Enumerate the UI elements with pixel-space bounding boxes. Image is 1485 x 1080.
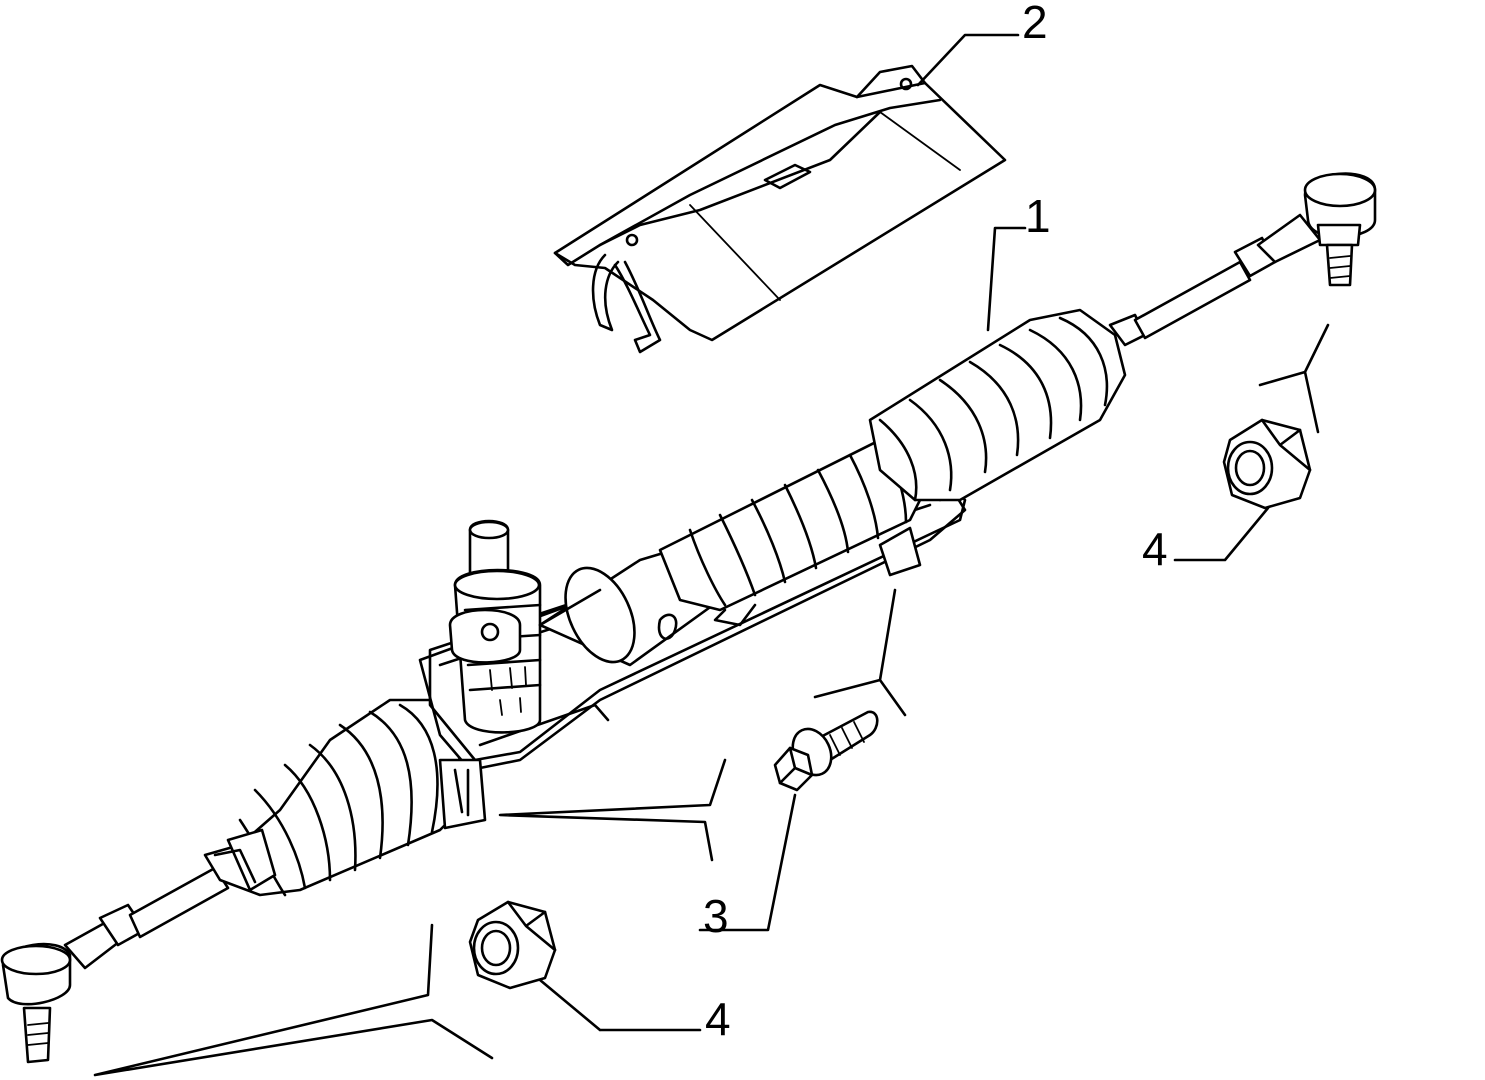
callout-4-right: 4	[1142, 523, 1168, 575]
callout-1: 1	[1025, 190, 1051, 242]
leader-lines	[93, 33, 1330, 1077]
callout-4-left: 4	[705, 993, 731, 1045]
left-tie-rod-end	[0, 866, 230, 1064]
pinion-input-shaft	[448, 519, 542, 734]
heat-shield-icon	[553, 64, 1007, 354]
bolt-icon	[773, 710, 879, 792]
left-bellows-boot	[203, 698, 472, 897]
steering-rack-icon	[0, 172, 1377, 1064]
right-tie-rod-end	[1133, 172, 1377, 340]
callout-3: 3	[703, 890, 729, 942]
callout-2: 2	[1022, 0, 1048, 48]
right-bellows-boot	[868, 308, 1147, 502]
nut-icon	[1222, 418, 1312, 510]
nut-icon	[468, 900, 557, 990]
